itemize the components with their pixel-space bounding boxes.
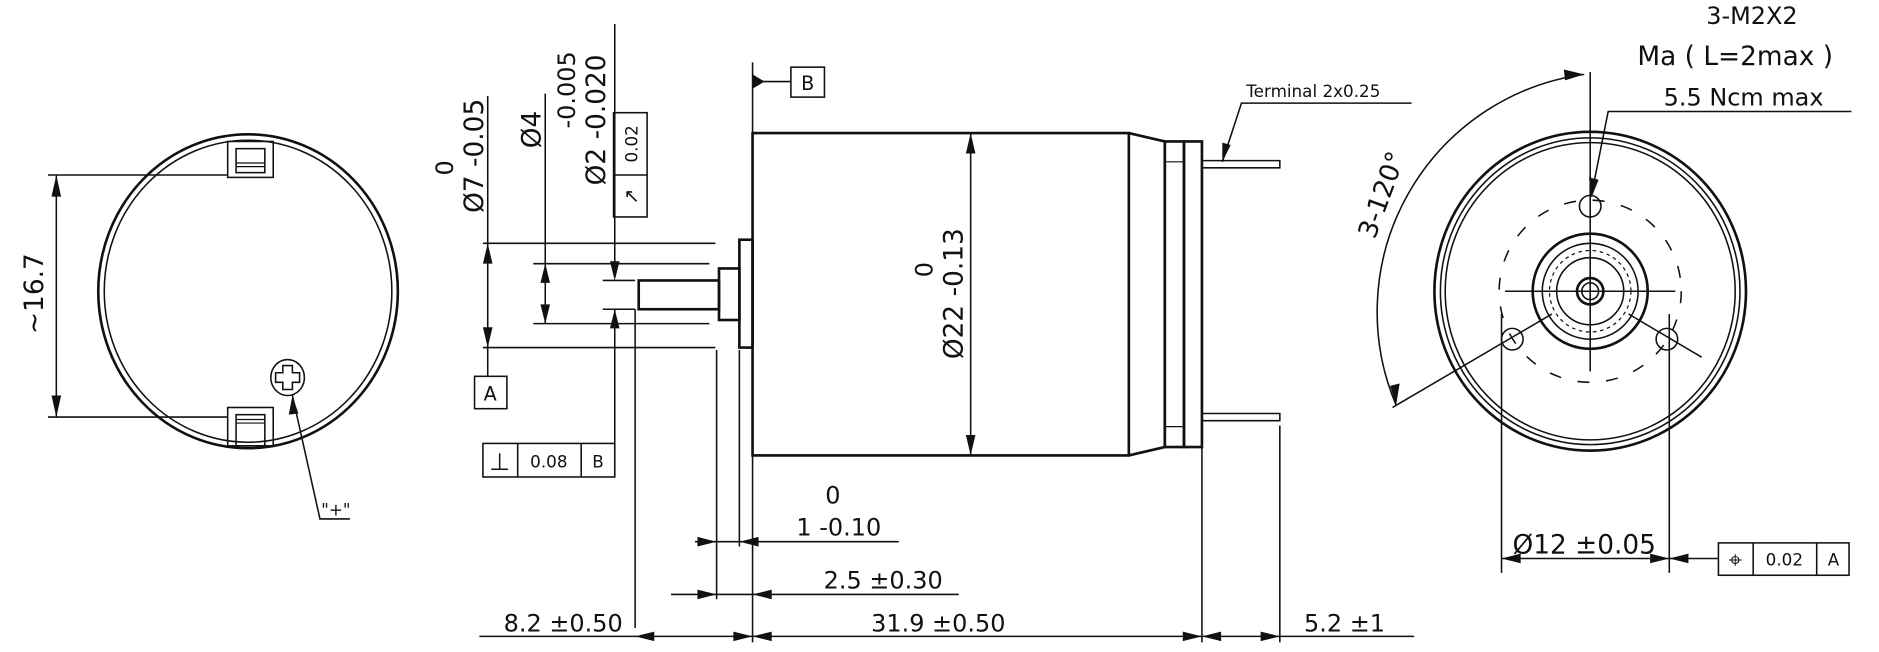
pcd-dimension-lines xyxy=(1500,314,1719,573)
d7-upper-tol: 0 xyxy=(431,160,459,175)
d7-dimension: Ø7 -0.05 xyxy=(460,99,490,213)
overall-length-lines xyxy=(479,631,1415,642)
d22-dimension-lines xyxy=(965,133,976,456)
perpendicularity-datum: B xyxy=(592,451,604,471)
d2-upper-tol: -0.005 xyxy=(553,51,581,128)
position-icon: ⌖ xyxy=(1728,546,1742,574)
d7-dimension-lines xyxy=(482,95,716,377)
d4-dimension-lines xyxy=(533,93,710,325)
plus-screw-icon xyxy=(270,358,306,397)
terminal-leader xyxy=(1221,102,1412,163)
runout-tolerance-frame: ↗ 0.02 xyxy=(612,111,648,218)
d4-dimension: Ø4 xyxy=(517,111,547,149)
torque-spec: 5.5 Ncm max xyxy=(1664,84,1824,112)
position-datum: A xyxy=(1828,550,1840,570)
thread-spec: 3-M2X2 xyxy=(1706,2,1797,30)
runout-value: 0.02 xyxy=(622,125,642,162)
body-taper xyxy=(1128,131,1167,457)
perpendicularity-icon: ⊥ xyxy=(489,448,510,476)
end-cap xyxy=(1163,140,1186,449)
dim-31-9-value: 31.9 ±0.50 xyxy=(871,610,1005,638)
terminal-pins xyxy=(1201,159,1281,422)
terminal-label: Terminal 2x0.25 xyxy=(1245,81,1380,101)
height-dimension-lines xyxy=(47,174,228,418)
front-flange xyxy=(738,238,754,349)
front-view: 3-120° 3-M2X2 Ma ( L=2max ) 5.5 Ncm max … xyxy=(1353,2,1852,577)
thread-leader xyxy=(1589,110,1852,198)
runout-icon: ↗ xyxy=(620,189,643,205)
output-shaft xyxy=(637,279,721,311)
end-plate xyxy=(1182,140,1204,449)
position-tolerance-frame: ⌖ 0.02 A xyxy=(1717,542,1850,577)
side-view: B A 0 Ø7 -0.05 Ø4 -0.00 xyxy=(431,24,1415,643)
rear-view: ~16.7 "+" xyxy=(20,132,400,520)
datum-a-label: A xyxy=(484,382,497,405)
datum-b-label: B xyxy=(801,72,814,95)
position-value: 0.02 xyxy=(1766,550,1803,570)
center-lines xyxy=(1392,71,1703,409)
perpendicularity-value: 0.08 xyxy=(530,451,567,471)
dim-5-2-value: 5.2 ±1 xyxy=(1304,610,1385,638)
d2-dimension: Ø2 -0.020 xyxy=(582,54,612,185)
dim-2-5-value: 2.5 ±0.30 xyxy=(824,566,943,594)
mounting-hole-right xyxy=(1655,327,1679,351)
datum-a-box xyxy=(473,375,508,410)
rear-housing-inner-outline xyxy=(103,139,393,444)
screw-leader xyxy=(288,395,350,520)
perpendicularity-tolerance-frame: ⊥ 0.08 B xyxy=(482,442,616,478)
thread-length: Ma ( L=2max ) xyxy=(1637,42,1833,72)
height-dimension: ~16.7 xyxy=(20,253,50,334)
terminal-tab-top xyxy=(226,140,275,179)
screw-label: "+" xyxy=(321,499,350,519)
d22-dimension: Ø22 -0.13 xyxy=(939,228,969,359)
terminal-tab-bottom xyxy=(226,406,275,447)
mounting-hole-top xyxy=(1578,194,1602,218)
dim-2-5-lines xyxy=(671,589,959,600)
dim-1-lines xyxy=(695,536,899,547)
angle-arc xyxy=(1376,69,1585,406)
dim-1-upper-tol: 0 xyxy=(825,481,840,509)
d22-upper-tol: 0 xyxy=(910,262,938,277)
dim-1-value: 1 -0.10 xyxy=(796,514,881,542)
dim-8-2-value: 8.2 ±0.50 xyxy=(504,610,623,638)
datum-b-leader xyxy=(751,62,791,134)
pcd-dimension: Ø12 ±0.05 xyxy=(1512,531,1655,561)
angle-dimension: 3-120° xyxy=(1353,148,1412,243)
rear-housing-outline xyxy=(96,132,400,450)
datum-b-box xyxy=(790,66,826,98)
length-extension-lines xyxy=(715,349,1281,643)
bearing-collar xyxy=(717,267,741,322)
